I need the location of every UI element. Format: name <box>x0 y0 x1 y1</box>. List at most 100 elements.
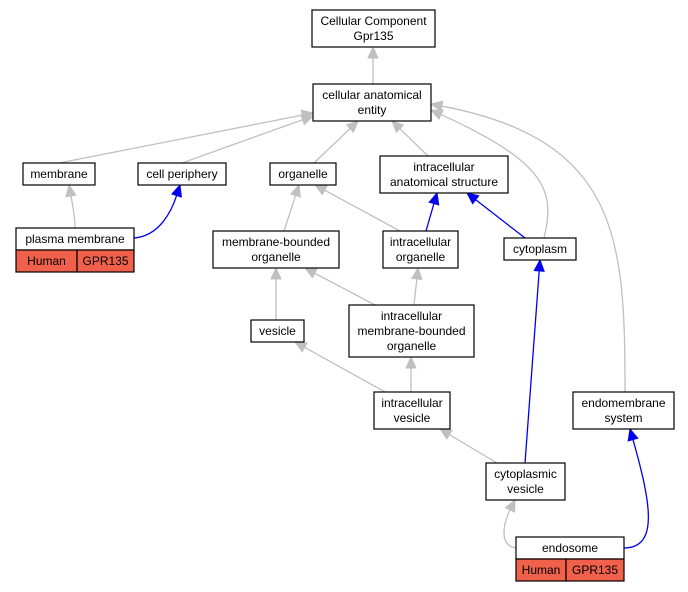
edge-arrowhead <box>65 183 77 198</box>
node-label: anatomical structure <box>390 175 498 189</box>
edge-cv-to-iv <box>438 428 498 464</box>
edge-imbo-to-mbo <box>303 267 376 306</box>
edge-arrowhead <box>405 355 417 369</box>
edge-cytoplasm-to-cae <box>429 109 549 239</box>
edge-arrowhead <box>411 266 423 281</box>
edge-line <box>324 189 401 232</box>
node-box <box>485 462 566 501</box>
node-box <box>22 162 96 186</box>
node-label: intracellular <box>413 160 474 174</box>
node-box <box>572 391 675 430</box>
edge-arrowhead <box>270 266 282 280</box>
node-label: cellular anatomical <box>322 88 421 102</box>
node-periphery[interactable]: cell periphery <box>137 162 227 186</box>
node-membrane[interactable]: membrane <box>22 162 96 186</box>
node-box <box>503 237 577 261</box>
node-label: membrane-bounded <box>222 235 330 249</box>
edge-line <box>440 113 549 239</box>
node-label: intracellular <box>381 396 442 410</box>
edge-arrowhead <box>367 45 379 59</box>
edge-arrowhead <box>429 100 444 112</box>
node-cytoplasm[interactable]: cytoplasm <box>503 237 577 261</box>
node-label: organelle <box>278 167 328 181</box>
edge-line <box>133 195 178 239</box>
node-label: plasma membrane <box>25 232 125 246</box>
edge-iv-to-imbo <box>405 355 417 392</box>
node-box <box>311 9 436 48</box>
edges-layer <box>58 45 649 549</box>
edge-imbo-to-io <box>411 266 423 306</box>
edge-arrowhead <box>313 184 328 196</box>
node-label: entity <box>358 103 387 117</box>
edge-periphery-to-cae <box>181 114 315 164</box>
node-label: vesicle <box>394 411 431 425</box>
edge-line <box>503 509 517 549</box>
node-label: cytoplasm <box>513 242 567 256</box>
edge-arrowhead <box>300 114 315 126</box>
edge-arrowhead <box>504 498 516 513</box>
edge-line <box>313 128 351 164</box>
node-label: organelle <box>396 250 446 264</box>
node-label: cell periphery <box>146 167 217 181</box>
edge-mbo-to-organelle <box>283 183 301 232</box>
edge-line <box>314 272 376 306</box>
edge-cv-to-cytoplasm <box>524 258 545 464</box>
node-organelle[interactable]: organelle <box>269 162 337 186</box>
node-box <box>250 319 305 343</box>
edge-arrowhead <box>428 191 440 206</box>
node-box <box>137 162 227 186</box>
node-label: Cellular Component <box>320 14 427 28</box>
edge-arrowhead <box>391 120 405 134</box>
edge-cytoplasm-to-ias <box>466 192 526 239</box>
edge-line <box>413 278 418 306</box>
edge-ems-to-cae <box>429 100 626 393</box>
edge-pm-to-membrane <box>65 183 77 229</box>
node-box <box>212 230 340 269</box>
node-label: system <box>604 411 642 425</box>
edge-endosome-to-cv <box>503 498 517 549</box>
edge-arrowhead <box>429 109 444 121</box>
edge-arrowhead <box>303 267 318 279</box>
node-box <box>269 162 337 186</box>
edge-line <box>623 439 649 549</box>
node-label: cytoplasmic <box>494 467 557 481</box>
node-label: membrane <box>30 167 88 181</box>
annotation-label: Human <box>27 254 66 268</box>
edge-line <box>181 119 303 164</box>
node-vesicle[interactable]: vesicle <box>250 319 305 343</box>
edge-arrowhead <box>466 192 480 205</box>
annotation-species: Human <box>15 249 78 273</box>
annotation-label: Human <box>522 563 561 577</box>
annotation-cell <box>76 249 135 273</box>
edge-line <box>475 199 526 239</box>
edge-organelle-to-cae <box>313 120 359 164</box>
node-label: Gpr135 <box>353 29 393 43</box>
node-box <box>373 391 451 430</box>
edge-line <box>524 270 540 464</box>
edge-line <box>441 105 626 393</box>
edge-vesicle-to-mbo <box>270 266 282 320</box>
edge-cae-to-root <box>367 45 379 84</box>
node-box <box>379 155 509 194</box>
node-label: organelle <box>251 250 301 264</box>
edge-arrowhead <box>627 427 639 442</box>
edge-arrowhead <box>438 428 453 440</box>
node-box <box>382 230 459 269</box>
node-label: intracellular <box>390 235 451 249</box>
annotation-cell <box>565 558 625 582</box>
annotation-gene: GPR135 <box>76 249 135 273</box>
edge-line <box>399 128 429 157</box>
